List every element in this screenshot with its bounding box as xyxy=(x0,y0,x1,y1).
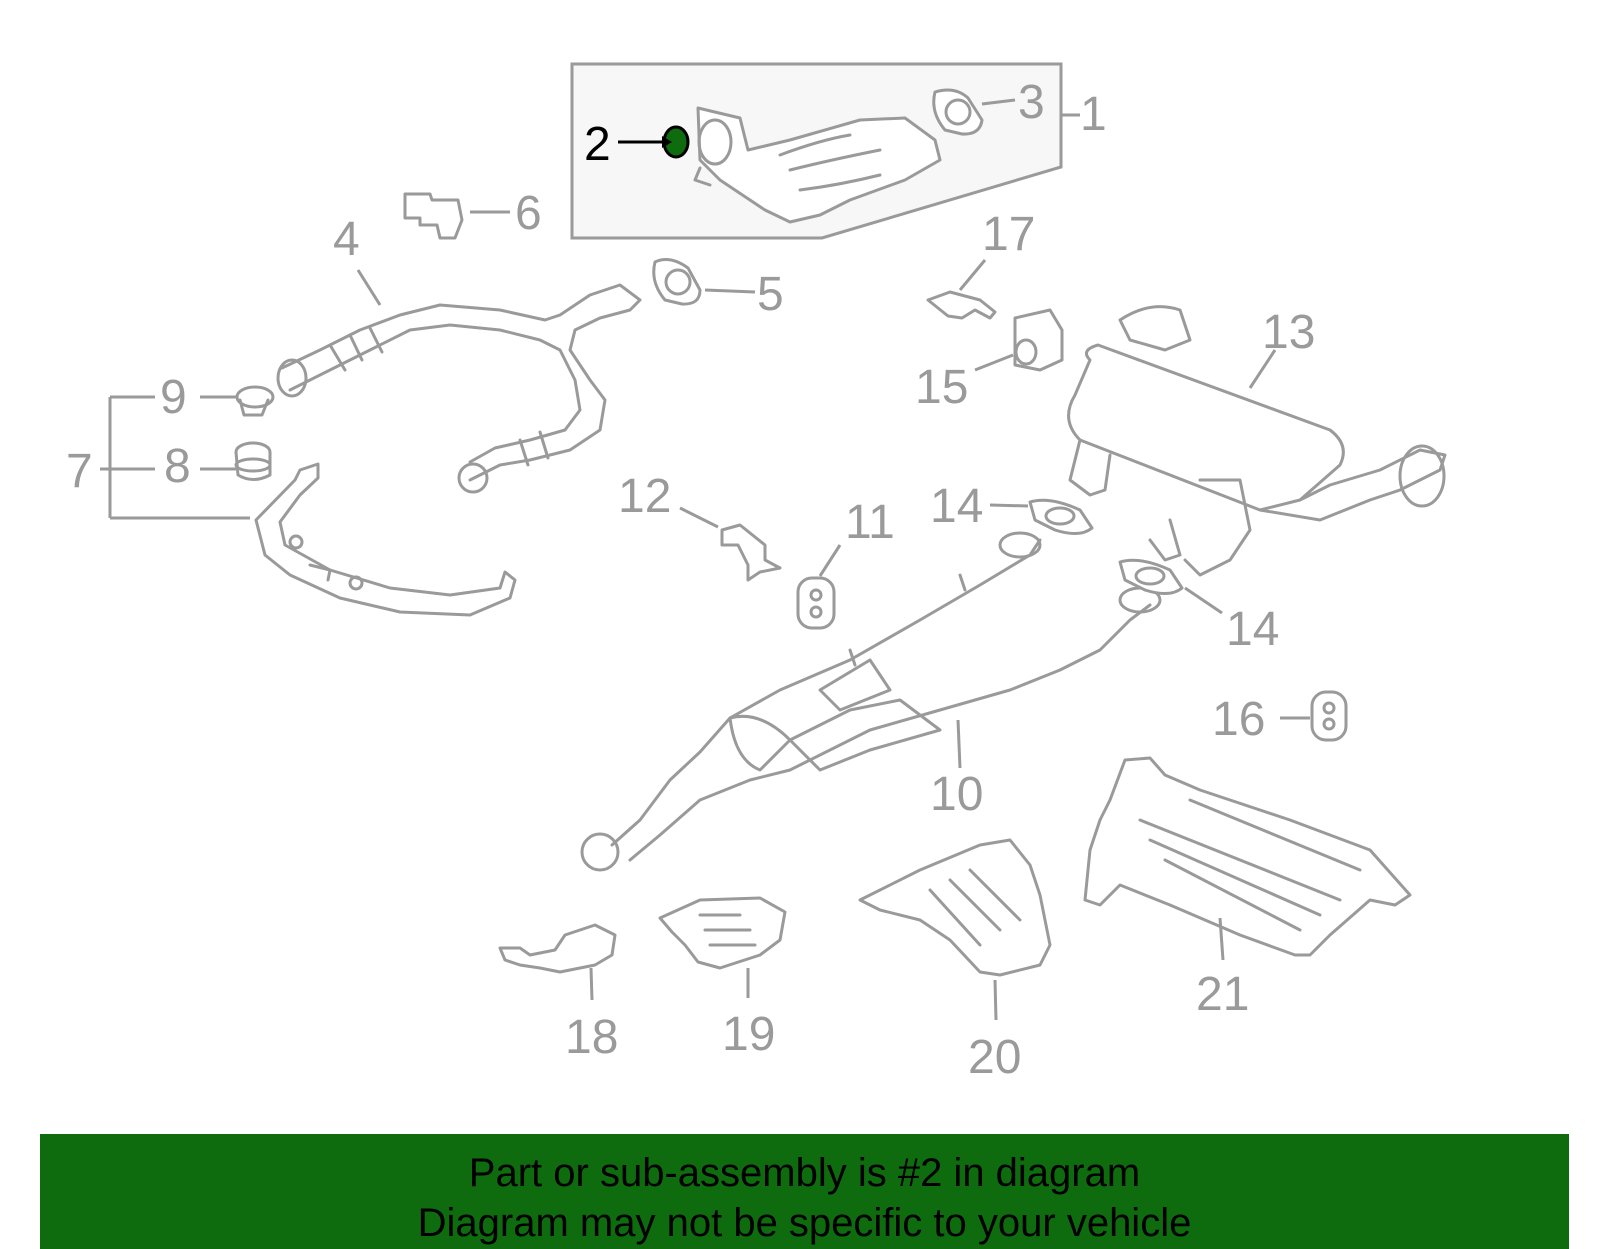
part-7-brace[interactable] xyxy=(254,462,517,617)
banner-line-1: Part or sub-assembly is #2 in diagram xyxy=(468,1151,1141,1195)
label-20: 20 xyxy=(968,1031,1021,1084)
part-5-gasket[interactable] xyxy=(652,258,702,306)
part-8-insulator[interactable] xyxy=(234,441,272,481)
banner-line-2: Diagram may not be specific to your vehi… xyxy=(417,1201,1192,1245)
part-18-heat-shield[interactable] xyxy=(498,923,617,974)
label-21: 21 xyxy=(1196,968,1249,1021)
label-5: 5 xyxy=(757,268,784,321)
label-4: 4 xyxy=(333,213,360,266)
label-3: 3 xyxy=(1018,76,1045,129)
part-14-gasket-upper[interactable] xyxy=(1028,498,1094,535)
part-17-bracket[interactable] xyxy=(926,290,997,320)
label-10: 10 xyxy=(930,768,983,821)
part-4-front-pipe[interactable] xyxy=(276,283,642,494)
label-7: 7 xyxy=(66,445,93,498)
label-1: 1 xyxy=(1080,88,1107,141)
part-10-center-pipe[interactable] xyxy=(580,531,1162,872)
leader-lines xyxy=(200,98,1310,1021)
part-11-hanger[interactable] xyxy=(796,576,836,630)
part-3-gasket[interactable] xyxy=(932,88,984,136)
part-19-heat-shield[interactable] xyxy=(658,896,787,970)
part-13-muffler[interactable] xyxy=(1067,305,1447,577)
label-16: 16 xyxy=(1212,693,1265,746)
label-14-lower: 14 xyxy=(1226,603,1279,656)
part-9-insulator[interactable] xyxy=(235,385,275,417)
label-19: 19 xyxy=(722,1008,775,1061)
part-6-bracket[interactable] xyxy=(403,192,464,240)
label-11: 11 xyxy=(845,496,895,549)
label-18: 18 xyxy=(565,1011,618,1064)
label-6: 6 xyxy=(515,187,542,240)
part-16-hanger[interactable] xyxy=(1310,690,1348,742)
label-15: 15 xyxy=(915,361,968,414)
catalytic-converter-part[interactable] xyxy=(693,106,942,224)
part-21-heat-shield[interactable] xyxy=(1083,756,1412,957)
part-20-heat-shield[interactable] xyxy=(858,838,1052,977)
label-13: 13 xyxy=(1262,306,1315,359)
label-14-upper: 14 xyxy=(930,480,983,533)
label-2: 2 xyxy=(584,118,611,171)
label-8: 8 xyxy=(164,440,191,493)
part-7-bracket-leaders xyxy=(100,395,250,520)
part-labels: 1 2 3 4 5 6 7 8 9 10 11 12 13 14 14 15 1… xyxy=(66,76,1315,1084)
info-banner: Part or sub-assembly is #2 in diagram Di… xyxy=(40,1134,1569,1249)
part-15-insulator[interactable] xyxy=(1013,308,1064,372)
part-14-gasket-lower[interactable] xyxy=(1118,558,1184,595)
label-12: 12 xyxy=(618,470,671,523)
label-17: 17 xyxy=(982,208,1035,261)
part-12-bracket[interactable] xyxy=(720,523,782,582)
label-9: 9 xyxy=(160,371,187,424)
